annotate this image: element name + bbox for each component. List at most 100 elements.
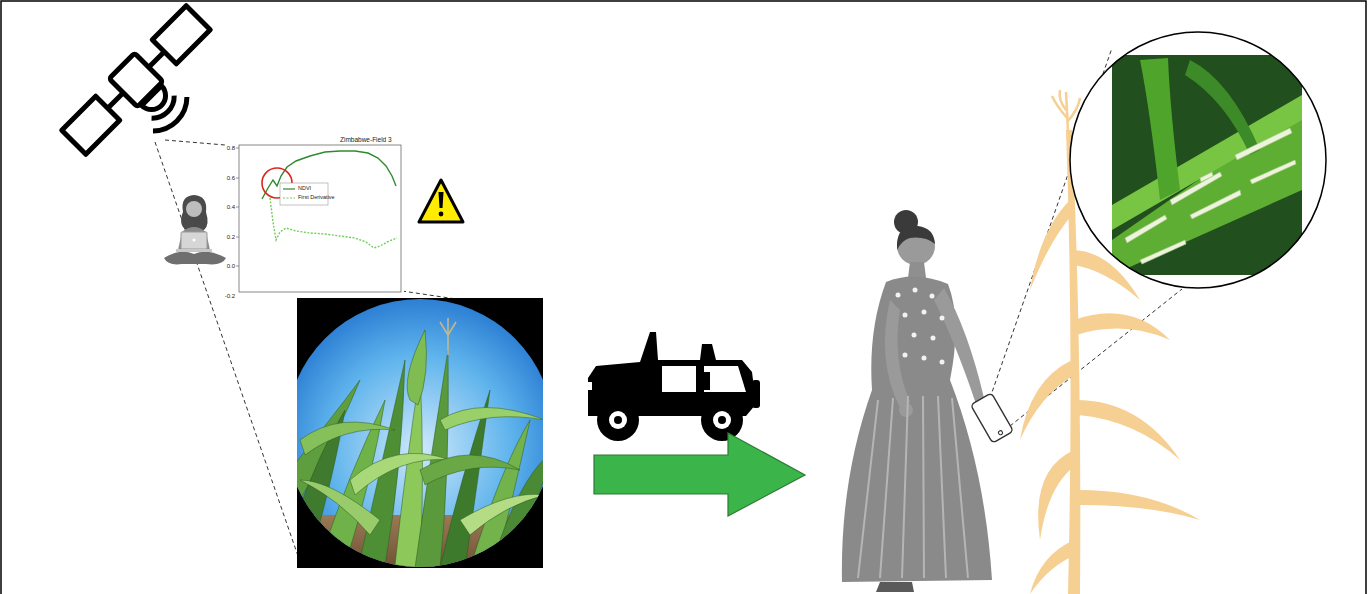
- background-leaf: [1185, 60, 1260, 155]
- panel-arm: [108, 93, 124, 109]
- phone-icon: [971, 393, 1014, 443]
- arm: [934, 288, 984, 404]
- inset-outline: [1070, 32, 1326, 288]
- stripe: [923, 396, 924, 578]
- farmer-figure: [842, 210, 1014, 592]
- axis-tick-label: 0.0: [227, 263, 235, 269]
- legend-line-sample: [283, 188, 295, 189]
- stripe: [902, 396, 908, 578]
- legend-label: NDVI: [298, 186, 311, 192]
- wheel-center: [718, 416, 726, 424]
- tick: [236, 237, 239, 238]
- tick: [236, 178, 239, 179]
- dot: [896, 293, 901, 298]
- hole: [1250, 160, 1296, 184]
- leaf: [440, 408, 543, 431]
- maize-leaf: [1076, 400, 1180, 460]
- leaf: [420, 455, 520, 485]
- hole: [1235, 128, 1292, 160]
- maize-leaves: [297, 330, 543, 568]
- tick-marks: [236, 148, 239, 266]
- warning-triangle: [419, 180, 463, 222]
- feeding-holes: [1125, 128, 1296, 264]
- jeep-seat: [700, 372, 710, 390]
- leaf-inset: [1070, 32, 1326, 288]
- wheel-center: [614, 416, 622, 424]
- dot: [940, 316, 945, 321]
- legend-box: [280, 183, 328, 205]
- axis-tick-label: 0.6: [227, 175, 235, 181]
- damaged-leaf: [1112, 95, 1302, 230]
- tick: [236, 266, 239, 267]
- tick: [236, 148, 239, 149]
- dot: [903, 313, 908, 318]
- satellite-icon: [60, 4, 240, 184]
- exclamation-dot: [439, 212, 444, 217]
- hole: [1125, 215, 1167, 243]
- legend-label: First Derivative: [298, 195, 335, 201]
- hole: [1190, 190, 1241, 219]
- headlight: [586, 382, 592, 390]
- flow-arrow: [594, 433, 805, 516]
- wheel-hub: [609, 411, 627, 429]
- maize-leaf: [1020, 360, 1074, 440]
- stripe: [952, 398, 968, 578]
- hair: [181, 195, 208, 230]
- tassel-branch: [440, 322, 448, 335]
- maize-leaf: [1074, 313, 1170, 340]
- dot: [930, 294, 935, 299]
- leaf: [300, 480, 380, 535]
- phone-button: [998, 430, 1003, 435]
- jeep-window: [662, 366, 696, 392]
- tassel-branch: [447, 318, 449, 355]
- hole: [1200, 172, 1213, 182]
- axis-tick-label: -0.2: [225, 293, 235, 299]
- dot: [912, 333, 917, 338]
- maize-leaf: [1030, 200, 1072, 290]
- hole: [1170, 172, 1222, 205]
- axis-tick-label: 0.8: [227, 145, 235, 151]
- first-derivative-curve: [270, 198, 397, 248]
- laptop: [181, 232, 207, 249]
- neck: [908, 262, 926, 278]
- dot: [922, 356, 927, 361]
- maize-leaf: [1078, 490, 1200, 520]
- tick: [236, 207, 239, 208]
- arm: [885, 300, 910, 408]
- dot: [913, 288, 918, 293]
- tassel: [440, 318, 456, 355]
- stripe: [938, 396, 946, 578]
- spare-tire: [752, 380, 760, 408]
- leaf: [407, 330, 426, 405]
- exclamation-bar: [439, 192, 444, 208]
- torso: [178, 227, 210, 250]
- leader-line: [402, 291, 456, 299]
- sky: [297, 298, 543, 568]
- axis-tick-label: 0.2: [227, 234, 235, 240]
- plot-frame: [239, 145, 401, 292]
- chart-title: Zimbabwe-Field 3: [340, 137, 392, 144]
- stripe: [858, 400, 878, 578]
- maize-leaf: [1038, 450, 1076, 540]
- laptop-logo: [193, 239, 196, 242]
- laptop-base: [176, 249, 212, 252]
- dot: [903, 353, 908, 358]
- wheel-hub: [713, 411, 731, 429]
- jeep-icon: [586, 332, 760, 441]
- hand: [899, 403, 913, 417]
- dot: [940, 360, 945, 365]
- polka-dots: [896, 288, 945, 365]
- stripe: [880, 398, 893, 578]
- warning-sign: [419, 180, 463, 222]
- skirt-stripes: [858, 396, 968, 578]
- leaf: [300, 422, 395, 455]
- vertical-leaf: [1140, 58, 1180, 200]
- analyst-figure: [164, 195, 226, 264]
- jeep-window: [704, 366, 746, 392]
- panel-arm: [149, 52, 165, 68]
- dot: [922, 310, 927, 315]
- chart-paper: [226, 134, 404, 296]
- jeep-wheel: [597, 399, 639, 441]
